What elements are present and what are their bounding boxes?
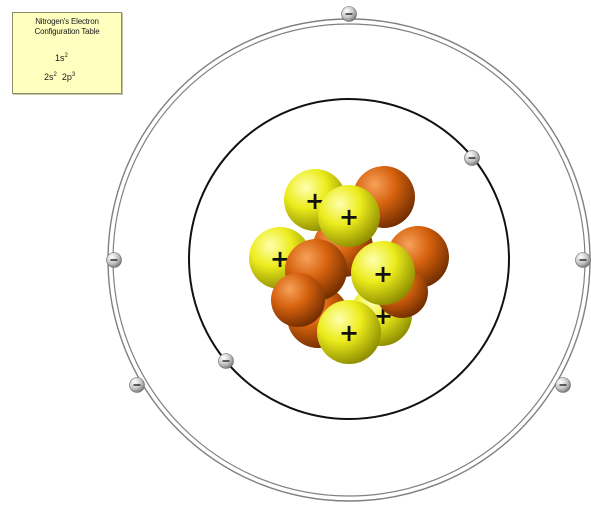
electron-outer-shell: [130, 378, 145, 393]
proton-charge: +: [373, 260, 393, 288]
proton: +: [318, 185, 380, 247]
proton: +: [317, 300, 381, 364]
nucleus: + + + + + +: [249, 166, 449, 364]
proton-charge: +: [339, 203, 359, 231]
electron-inner-shell: [465, 151, 480, 166]
electron-outer-shell: [556, 378, 571, 393]
electron-outer-shell: [342, 7, 357, 22]
electron-inner-shell: [219, 354, 234, 369]
electron-outer-shell: [576, 253, 591, 268]
proton: +: [351, 241, 415, 305]
electron-outer-shell: [107, 253, 122, 268]
proton-charge: +: [339, 319, 359, 347]
neutron: [271, 273, 325, 327]
